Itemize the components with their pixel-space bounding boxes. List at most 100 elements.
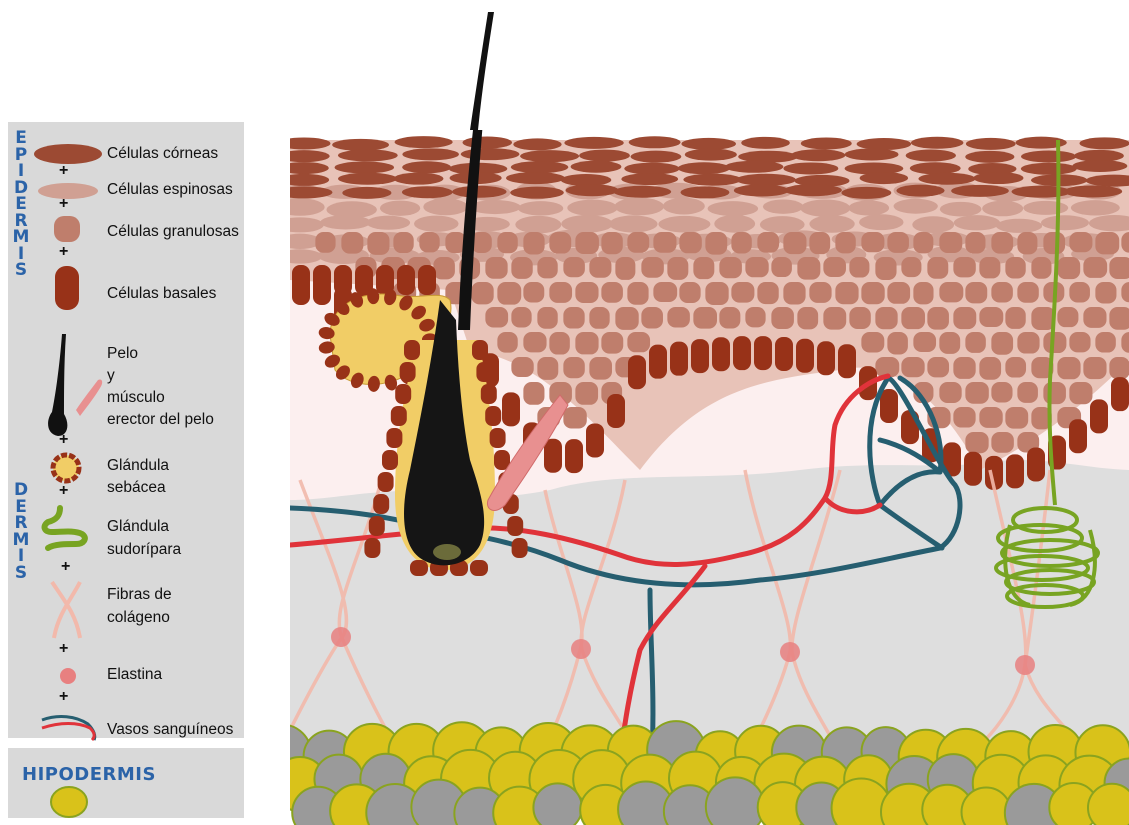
granular-cell xyxy=(783,232,806,254)
fat-cell xyxy=(533,783,581,825)
corneal-cell xyxy=(613,186,671,198)
granular-cell xyxy=(771,257,792,277)
granular-cell xyxy=(1043,332,1066,353)
granular-cell xyxy=(809,282,831,303)
elastin-dot xyxy=(1015,655,1035,675)
plus-sign: + xyxy=(59,482,68,500)
follicle-cell xyxy=(481,384,497,404)
granular-cell xyxy=(627,282,648,305)
granular-cell xyxy=(693,257,714,279)
label-elastin: Elastina xyxy=(107,665,162,685)
spinous-cell xyxy=(414,216,459,232)
spinous-cell xyxy=(663,198,705,215)
granular-cell xyxy=(563,407,586,429)
granular-cell xyxy=(1057,257,1080,279)
spinous-cell xyxy=(954,215,1000,230)
granular-cell xyxy=(523,382,544,405)
corneal-cell xyxy=(338,149,398,161)
corneal-cell xyxy=(629,136,681,148)
basal-cell xyxy=(796,339,814,373)
corneal-cell xyxy=(566,184,619,196)
granular-cell xyxy=(341,232,363,254)
granular-cell xyxy=(497,332,517,353)
label-basal-cells: Células basales xyxy=(107,284,216,304)
granular-cell xyxy=(601,282,623,303)
corneal-cell xyxy=(845,148,899,160)
spinous-cell xyxy=(1071,200,1120,215)
label-spinous-cells: Células espinosas xyxy=(107,180,233,200)
granular-cell xyxy=(913,332,936,352)
corneal-cell xyxy=(734,184,789,196)
granular-cell xyxy=(1005,357,1026,378)
corneal-cell xyxy=(841,187,891,199)
plus-sign: + xyxy=(59,688,68,706)
granular-cell xyxy=(1095,332,1115,353)
hair-shaft-top xyxy=(470,12,494,130)
legend-panel: E P I D E R M I S D E R M I S + + + + + xyxy=(8,122,244,818)
granular-cell xyxy=(979,407,1002,428)
granular-cell xyxy=(1031,257,1051,279)
corneal-cell xyxy=(738,151,798,163)
corneal-cell xyxy=(736,174,796,186)
granular-cell xyxy=(653,282,677,302)
granular-cell xyxy=(913,232,933,253)
granular-cell xyxy=(771,307,794,329)
corneal-cell xyxy=(579,150,630,162)
corneal-cell xyxy=(624,163,679,175)
granular-cell xyxy=(861,282,884,304)
plus-sign: + xyxy=(61,558,70,576)
spinous-cell xyxy=(469,200,520,214)
spinous-cell xyxy=(859,214,903,230)
granular-cell xyxy=(1069,282,1090,303)
granular-cell xyxy=(549,232,571,254)
spinous-cell xyxy=(714,215,755,233)
corneal-cell xyxy=(741,137,790,149)
follicle-cell xyxy=(378,472,394,492)
hypodermis-fat-cells xyxy=(253,721,1129,825)
corneal-cell xyxy=(791,149,846,161)
granular-cell xyxy=(939,382,961,403)
granular-cell xyxy=(497,232,517,253)
corneal-cell xyxy=(1072,160,1127,172)
granular-cell xyxy=(745,257,768,277)
corneal-cell xyxy=(1021,163,1077,175)
granular-cell xyxy=(537,257,557,278)
corneal-cell xyxy=(965,151,1014,163)
granular-cell xyxy=(627,232,649,253)
granular-cell xyxy=(991,432,1013,453)
granular-cell xyxy=(1069,232,1092,252)
granular-cell xyxy=(1083,357,1106,379)
granular-cell xyxy=(901,257,921,277)
granular-cell xyxy=(667,307,690,327)
granular-cell xyxy=(991,282,1013,302)
spinous-cell xyxy=(1023,201,1068,215)
elastin-dot xyxy=(331,627,351,647)
granular-cell xyxy=(485,307,508,328)
label-sweat-line1: Glándula xyxy=(107,517,169,537)
label-hair-line4: erector del pelo xyxy=(107,410,214,430)
basal-cell xyxy=(1069,419,1087,453)
granular-cell xyxy=(1017,282,1038,303)
corneal-cell xyxy=(801,137,852,149)
basal-cell-icon xyxy=(53,264,83,314)
spinous-cell xyxy=(279,234,321,249)
follicle-cell xyxy=(490,428,506,448)
granular-cell xyxy=(601,332,623,354)
corneal-cell xyxy=(911,137,963,149)
corneal-cell xyxy=(461,148,520,160)
follicle-cell xyxy=(373,494,389,514)
basal-cell xyxy=(586,423,604,457)
corneal-cell xyxy=(513,138,561,150)
granular-cell xyxy=(471,282,493,304)
label-hair-line2: y xyxy=(107,366,115,386)
granular-cell xyxy=(849,307,870,329)
granular-cell xyxy=(861,332,884,352)
granular-cell xyxy=(419,232,439,252)
basal-cell xyxy=(691,339,709,373)
granular-cell xyxy=(549,282,572,303)
spinous-cell xyxy=(763,200,803,214)
granular-cell xyxy=(927,307,949,330)
plus-sign: + xyxy=(59,162,68,180)
granular-cell xyxy=(719,307,740,328)
spinous-cell xyxy=(518,201,563,215)
